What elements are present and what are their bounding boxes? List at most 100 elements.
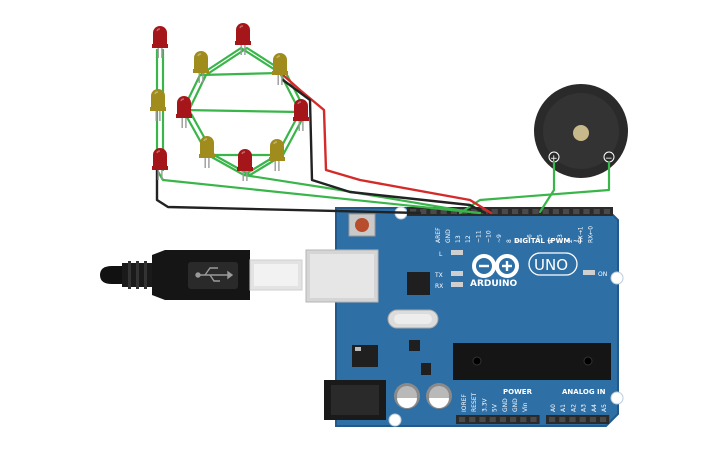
reset-button[interactable] [348, 213, 376, 237]
led-yellow[interactable] [269, 139, 285, 171]
pin-label: 4 [547, 239, 554, 243]
pin-label: Vin [522, 402, 529, 412]
power-header [456, 415, 540, 424]
led-red[interactable] [176, 96, 192, 128]
header-pin[interactable] [549, 417, 556, 422]
header-pin[interactable] [512, 209, 519, 214]
pin-label: A5 [601, 404, 608, 412]
pin-label: 7 [516, 239, 523, 243]
capacitor [426, 383, 452, 409]
header-pin[interactable] [579, 417, 586, 422]
header-pin[interactable] [410, 209, 417, 214]
led-red[interactable] [237, 149, 253, 181]
pin-label: RESET [471, 392, 478, 412]
header-pin[interactable] [450, 209, 457, 214]
pin-label: 8 [506, 239, 513, 243]
pin-label: ~3 [557, 234, 564, 243]
header-pin[interactable] [489, 417, 496, 422]
pin-label: GND [512, 398, 519, 412]
led-rx-indicator [451, 282, 463, 287]
pin-label: A1 [560, 404, 567, 412]
header-pin[interactable] [563, 209, 570, 214]
header-pin[interactable] [430, 209, 437, 214]
led-yellow[interactable] [272, 53, 288, 85]
pin-label: ~10 [486, 230, 493, 243]
usb-cable[interactable] [100, 250, 303, 300]
header-pin[interactable] [510, 417, 517, 422]
header-pin[interactable] [593, 209, 600, 214]
black-wire [281, 78, 487, 215]
led-yellow[interactable] [193, 51, 209, 83]
wires [155, 46, 611, 215]
pin-label: 13 [455, 235, 462, 243]
pin-label: A4 [591, 404, 598, 412]
pin-label: ~6 [526, 234, 533, 243]
pin-label: A2 [570, 404, 577, 412]
model-badge [528, 252, 578, 276]
gnd-label: GND [445, 229, 452, 243]
led-yellow[interactable] [199, 136, 215, 168]
header-pin[interactable] [600, 417, 607, 422]
header-pin[interactable] [420, 209, 427, 214]
pin-label: ~11 [475, 230, 482, 243]
led-tx-indicator [451, 271, 463, 276]
header-pin[interactable] [542, 209, 549, 214]
pin-label: TX→1 [577, 226, 584, 244]
power-jack [324, 380, 386, 420]
led-red[interactable] [152, 26, 168, 58]
label-l: L [439, 251, 443, 258]
header-pin[interactable] [440, 209, 447, 214]
black-wire [155, 168, 422, 215]
pin-label: A0 [550, 404, 557, 412]
piezo-buzzer[interactable]: + − [534, 84, 628, 178]
led-ring [150, 23, 309, 181]
led-red[interactable] [235, 23, 251, 55]
header-pin[interactable] [459, 417, 466, 422]
header-pin[interactable] [530, 417, 537, 422]
atmega-chip [453, 343, 611, 380]
led-yellow[interactable] [150, 89, 166, 121]
label-on: ON [598, 271, 607, 278]
analog-section-label: ANALOG IN [562, 388, 606, 396]
led-red[interactable] [152, 148, 168, 180]
header-pin[interactable] [583, 209, 590, 214]
mounting-hole [388, 413, 402, 427]
header-pin[interactable] [469, 417, 476, 422]
red-wire [281, 73, 493, 215]
aref-label: AREF [435, 227, 442, 243]
brand-label: ARDUINO [470, 279, 518, 289]
arduino-board[interactable]: L TX RX ON ARDUINO UNO DIGITAL (PWM ~) P… [305, 206, 624, 427]
header-pin[interactable] [532, 209, 539, 214]
header-pin[interactable] [522, 209, 529, 214]
pin-label: 2 [567, 239, 574, 243]
capacitor [394, 383, 420, 409]
label-rx: RX [435, 283, 443, 290]
header-pin[interactable] [552, 209, 559, 214]
header-pin[interactable] [499, 417, 506, 422]
on-led-indicator [583, 270, 595, 275]
usb-symbol-icon [195, 267, 234, 282]
mounting-hole [610, 391, 624, 405]
header-pin[interactable] [479, 417, 486, 422]
digital-header [407, 207, 613, 216]
usb-chip [407, 272, 430, 295]
header-pin[interactable] [520, 417, 527, 422]
arduino-logo-icon [472, 254, 519, 278]
header-pin[interactable] [559, 417, 566, 422]
header-pin[interactable] [589, 417, 596, 422]
header-pin[interactable] [569, 417, 576, 422]
pin-label: ~5 [537, 234, 544, 243]
header-pin[interactable] [603, 209, 610, 214]
header-pin[interactable] [501, 209, 508, 214]
pin-label: 5V [492, 403, 499, 412]
header-pin[interactable] [491, 209, 498, 214]
header-pin[interactable] [573, 209, 580, 214]
pin-label: 3.3V [481, 397, 488, 412]
mounting-hole [610, 271, 624, 285]
led-red[interactable] [293, 99, 309, 131]
pin-label: IOREF [461, 394, 468, 412]
pin-label: GND [502, 398, 509, 412]
pin-label: ~9 [496, 234, 503, 243]
